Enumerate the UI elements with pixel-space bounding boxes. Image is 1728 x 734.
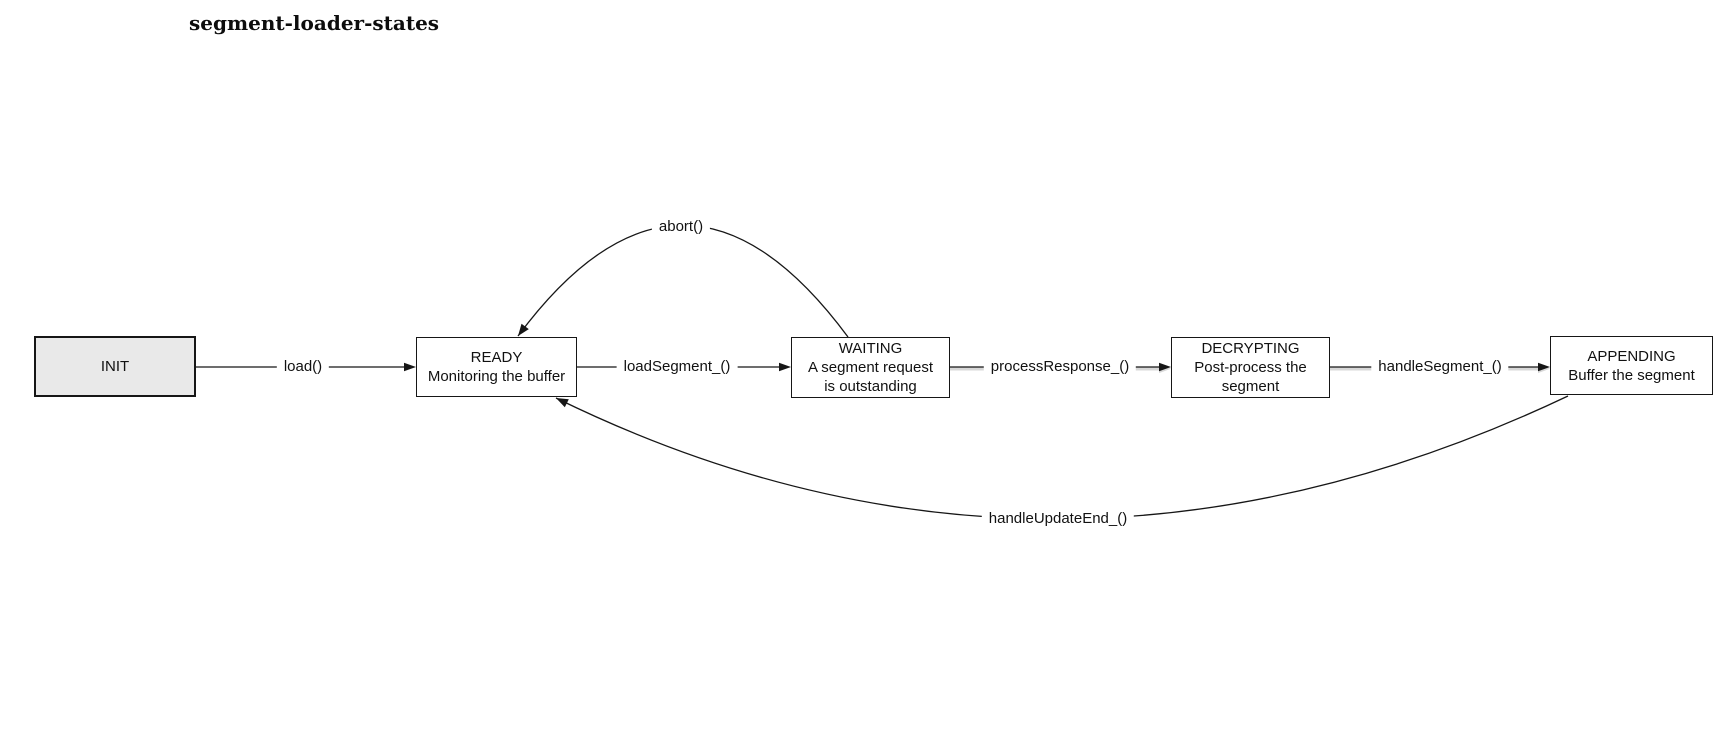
state-node-decrypting: DECRYPTING Post-process the segment: [1171, 337, 1330, 398]
state-name: INIT: [100, 358, 130, 375]
state-node-appending: APPENDING Buffer the segment: [1550, 336, 1713, 395]
state-description: Monitoring the buffer: [427, 368, 566, 385]
state-node-init: INIT: [34, 336, 196, 397]
arrowhead-process-response: [1159, 362, 1171, 372]
state-name: APPENDING: [1587, 347, 1676, 365]
state-node-waiting: WAITING A segment request is outstanding: [791, 337, 950, 398]
state-name: READY: [470, 349, 523, 366]
state-node-ready: READY Monitoring the buffer: [416, 337, 577, 397]
edge-label-abort: abort(): [651, 218, 711, 236]
arrowhead-handle-segment: [1538, 362, 1550, 372]
arrowhead-load-segment: [779, 362, 791, 372]
edge-label-handle-segment: handleSegment_(): [1371, 358, 1509, 376]
arrowhead-load: [404, 362, 416, 372]
edge-label-load: load(): [276, 358, 330, 376]
state-description: Buffer the segment: [1568, 366, 1695, 384]
edge-label-process-response: processResponse_(): [983, 358, 1137, 376]
state-name: WAITING: [838, 340, 903, 357]
edge-label-load-segment: loadSegment_(): [616, 358, 738, 376]
state-name: DECRYPTING: [1201, 340, 1300, 357]
edge-label-handle-update-end: handleUpdateEnd_(): [981, 510, 1135, 528]
edge-abort: [517, 224, 849, 338]
state-description: Post-process the segment: [1194, 359, 1307, 395]
page-title: segment-loader-states: [189, 11, 440, 35]
arrowhead-handle-update-end: [556, 398, 569, 408]
state-description: A segment request is outstanding: [807, 359, 934, 395]
arrowhead-abort: [518, 323, 529, 336]
edge-handle-update-end: [555, 395, 1569, 520]
